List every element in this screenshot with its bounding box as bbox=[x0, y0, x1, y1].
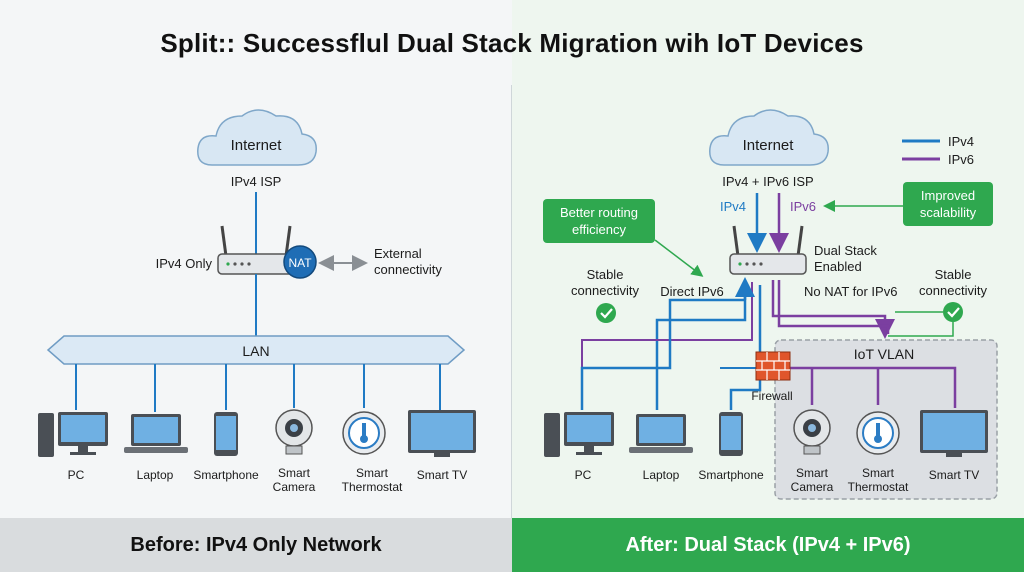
legend-ipv4: IPv4 bbox=[948, 134, 974, 149]
after-internet-label: Internet bbox=[743, 137, 795, 154]
ipv4-tag: IPv4 bbox=[720, 199, 746, 214]
svg-text:NAT: NAT bbox=[288, 256, 312, 270]
legend-ipv6: IPv6 bbox=[948, 152, 974, 167]
after-laptop-icon bbox=[629, 414, 693, 453]
after-smartphone-label: Smartphone bbox=[698, 468, 764, 482]
before-smartphone-label: Smartphone bbox=[193, 468, 259, 482]
callout-improved-scalability: Improved scalability bbox=[903, 182, 993, 226]
after-footer: After: Dual Stack (IPv4 + IPv6) bbox=[512, 518, 1024, 572]
before-laptop-label: Laptop bbox=[137, 468, 174, 482]
device-label-line: Smart bbox=[796, 466, 829, 480]
before-internet-cloud: Internet bbox=[197, 109, 317, 166]
before-smart-thermostat-icon bbox=[342, 411, 386, 455]
no-nat-label: No NAT for IPv6 bbox=[804, 284, 897, 299]
after-pc-icon bbox=[544, 412, 614, 457]
external-label-2: connectivity bbox=[374, 262, 442, 277]
after-pc-label: PC bbox=[575, 468, 592, 482]
svg-text:Improved: Improved bbox=[921, 188, 975, 203]
after-internet-cloud: Internet bbox=[709, 109, 829, 166]
after-smart-camera-icon bbox=[793, 409, 831, 455]
page-title: Split:: Successflul Dual Stack Migration… bbox=[160, 28, 864, 58]
device-label-line: Smart bbox=[278, 466, 311, 480]
external-label-1: External bbox=[374, 246, 422, 261]
svg-text:Better routing: Better routing bbox=[560, 205, 638, 220]
after-smart-thermostat-icon bbox=[856, 411, 900, 455]
svg-text:LAN: LAN bbox=[242, 343, 269, 359]
after-router-icon bbox=[729, 225, 807, 275]
device-label-line: Smart bbox=[862, 466, 895, 480]
after-laptop-label: Laptop bbox=[643, 468, 680, 482]
stable-left-label-2: connectivity bbox=[571, 283, 639, 298]
device-label-line: Smart bbox=[356, 466, 389, 480]
dual-stack-label-2: Enabled bbox=[814, 259, 862, 274]
before-router-label: IPv4 Only bbox=[156, 256, 213, 271]
iot-vlan-label: IoT VLAN bbox=[854, 346, 914, 362]
before-smartphone-icon bbox=[214, 412, 238, 456]
check-icon bbox=[943, 302, 963, 322]
device-label-line: Thermostat bbox=[342, 480, 403, 494]
panel-divider bbox=[511, 85, 512, 518]
before-router-icon bbox=[217, 225, 295, 275]
before-laptop-icon bbox=[124, 414, 188, 453]
stable-right-label-1: Stable bbox=[935, 267, 972, 282]
firewall-label: Firewall bbox=[751, 389, 792, 403]
before-internet-label: Internet bbox=[231, 137, 283, 154]
before-smart-tv-label: Smart TV bbox=[417, 468, 467, 482]
device-label-line: Camera bbox=[791, 480, 834, 494]
lan-bar: LAN bbox=[46, 335, 466, 365]
device-label-line: Thermostat bbox=[848, 480, 909, 494]
ipv6-tag: IPv6 bbox=[790, 199, 816, 214]
after-isp-label: IPv4 + IPv6 ISP bbox=[722, 174, 813, 189]
after-smart-tv-label: Smart TV bbox=[929, 468, 979, 482]
firewall-icon bbox=[755, 351, 791, 381]
svg-text:efficiency: efficiency bbox=[572, 222, 626, 237]
device-label-line: Camera bbox=[273, 480, 316, 494]
before-isp-label: IPv4 ISP bbox=[231, 174, 282, 189]
dual-stack-label-1: Dual Stack bbox=[814, 243, 877, 258]
stable-right-label-2: connectivity bbox=[919, 283, 987, 298]
svg-text:scalability: scalability bbox=[920, 205, 977, 220]
before-footer: Before: IPv4 Only Network bbox=[0, 518, 512, 572]
stable-left-label-1: Stable bbox=[587, 267, 624, 282]
direct-ipv6-label: Direct IPv6 bbox=[660, 284, 724, 299]
check-icon bbox=[596, 303, 616, 323]
before-smart-tv-icon bbox=[408, 410, 476, 457]
before-smart-camera-icon bbox=[275, 409, 313, 455]
callout-routing-efficiency: Better routing efficiency bbox=[543, 199, 655, 243]
network-diagram: Internet IPv4 ISP IPv4 Only NAT External… bbox=[38, 109, 998, 500]
after-smartphone-icon bbox=[719, 412, 743, 456]
nat-badge: NAT bbox=[283, 245, 317, 279]
before-pc-icon bbox=[38, 412, 108, 457]
after-smart-tv-icon bbox=[920, 410, 988, 457]
legend: IPv4 IPv6 bbox=[902, 134, 974, 167]
before-pc-label: PC bbox=[68, 468, 85, 482]
